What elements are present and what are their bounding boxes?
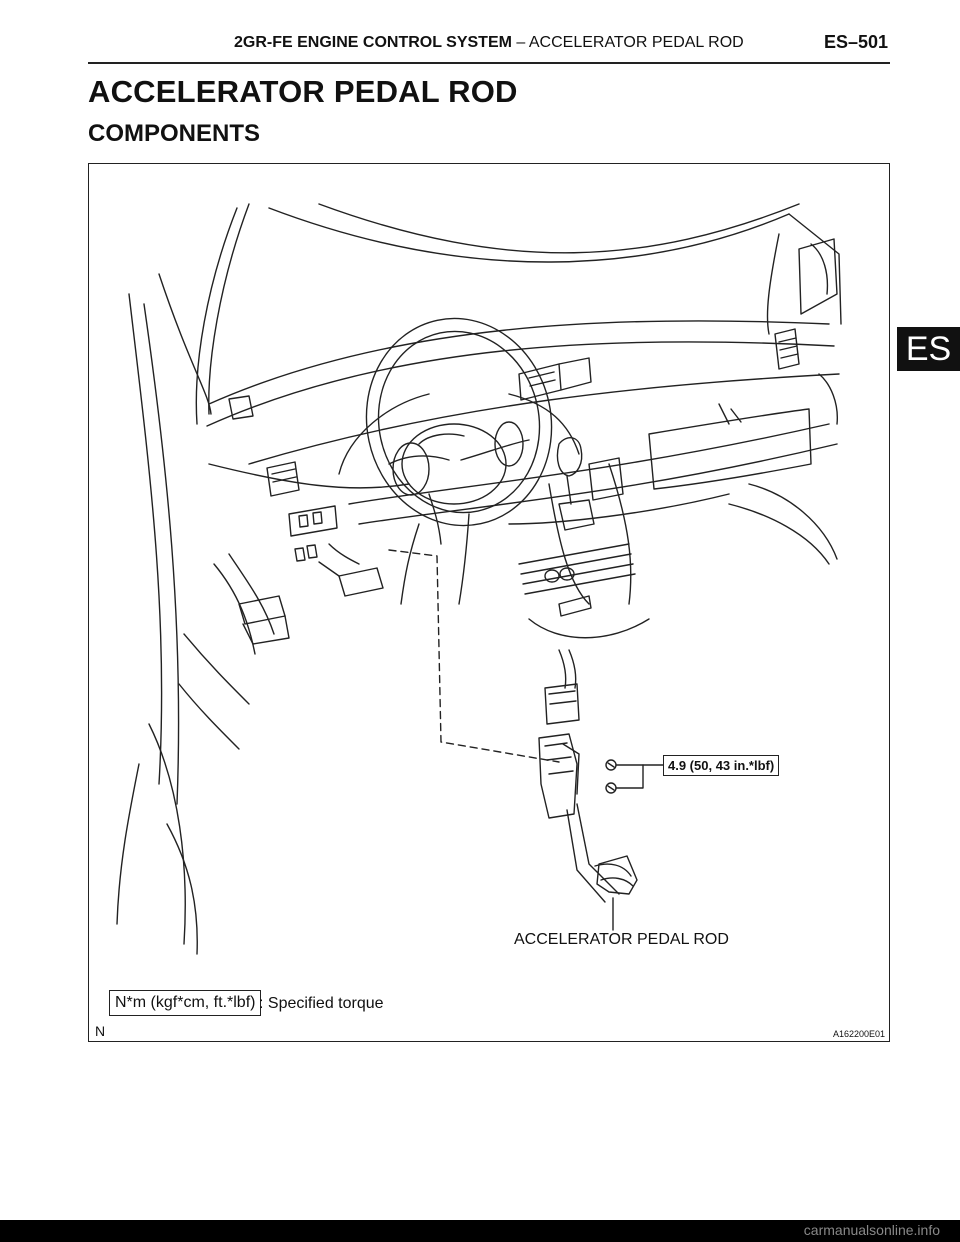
figure-code: A162200E01	[832, 1029, 885, 1039]
footer-bar	[0, 1220, 960, 1242]
torque-legend-text: : Specified torque	[259, 995, 384, 1012]
header-title-rest: – ACCELERATOR PEDAL ROD	[516, 34, 744, 51]
dashboard-illustration	[116, 203, 842, 955]
section-title: COMPONENTS	[88, 120, 261, 147]
torque-spec-label: 4.9 (50, 43 in.*lbf)	[663, 755, 780, 776]
footer-watermark[interactable]: carmanualsonline.info	[803, 1222, 940, 1238]
page-number: ES–501	[823, 32, 888, 52]
figure-corner-letter: N	[95, 1023, 106, 1039]
page-header: 2GR-FE ENGINE CONTROL SYSTEM – ACCELERAT…	[88, 28, 890, 64]
components-figure: 4.9 (50, 43 in.*lbf) ACCELERATOR PEDAL R…	[88, 163, 890, 1042]
section-tab: ES	[897, 327, 960, 371]
header-title: 2GR-FE ENGINE CONTROL SYSTEM – ACCELERAT…	[234, 34, 744, 52]
part-name-label: ACCELERATOR PEDAL ROD	[514, 931, 729, 948]
torque-unit-legend: N*m (kgf*cm, ft.*lbf)	[109, 990, 262, 1016]
header-title-bold: 2GR-FE ENGINE CONTROL SYSTEM	[234, 34, 512, 51]
page-title: ACCELERATOR PEDAL ROD	[88, 74, 518, 109]
